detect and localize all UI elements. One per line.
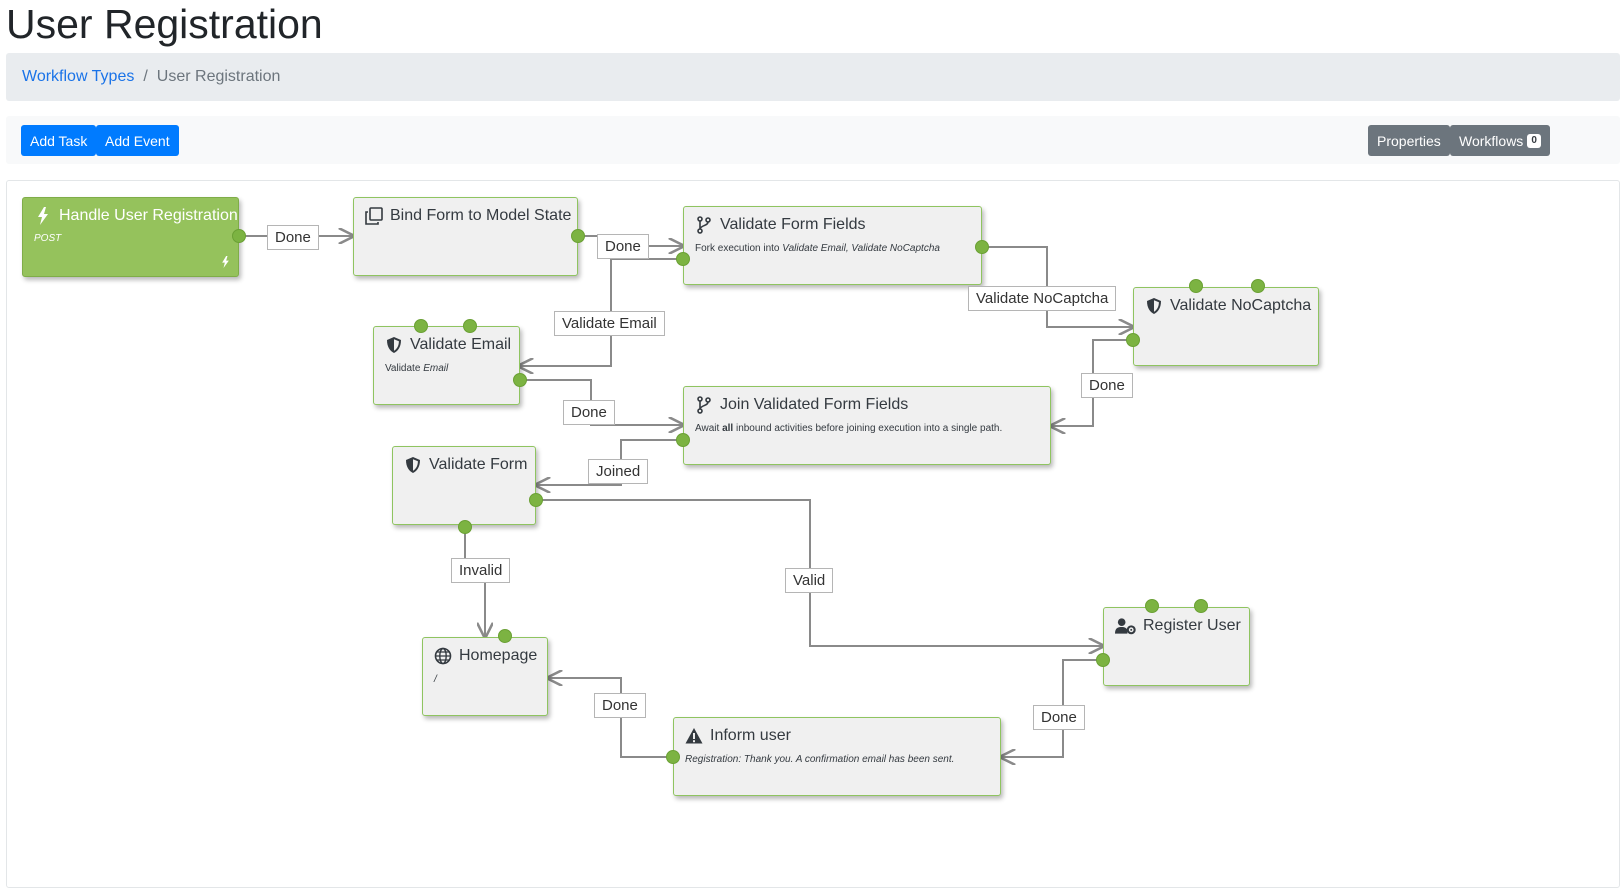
fork-icon xyxy=(697,396,711,414)
bind-form-done-endpoint[interactable] xyxy=(571,229,585,243)
activity-title: Validate NoCaptcha xyxy=(1170,297,1312,314)
register-user-endpoint-invalid[interactable] xyxy=(1194,599,1208,613)
inform-user-message: Registration: Thank you. A confirmation … xyxy=(685,754,955,765)
fork-branch-names: Validate Email, Validate NoCaptcha xyxy=(782,243,940,254)
shield-icon xyxy=(406,457,420,473)
homepage-url: / xyxy=(434,674,437,685)
edge-label-validate-nocaptcha: Validate NoCaptcha xyxy=(968,286,1117,311)
join-joined-endpoint[interactable] xyxy=(676,433,690,447)
warning-icon xyxy=(685,728,703,744)
activity-title: Homepage xyxy=(459,647,538,664)
properties-button[interactable]: Properties xyxy=(1368,125,1450,156)
edge-label-inform-done: Done xyxy=(594,693,646,718)
add-event-button[interactable]: Add Event xyxy=(96,125,179,156)
workflows-button-label: Workflows xyxy=(1459,132,1524,149)
activity-title: Validate Form Fields xyxy=(720,216,866,233)
activity-register-user-header: Register User xyxy=(1115,617,1241,635)
register-user-endpoint-valid[interactable] xyxy=(1145,599,1159,613)
workflows-count-badge: 0 xyxy=(1527,133,1541,148)
activity-title: Register User xyxy=(1143,617,1241,634)
shield-icon xyxy=(1147,298,1161,314)
page-title: User Registration xyxy=(6,1,323,47)
register-user-done-endpoint[interactable] xyxy=(1096,653,1110,667)
workflows-button[interactable]: Workflows 0 xyxy=(1450,125,1550,156)
edge-label-bind-done: Done xyxy=(597,234,649,259)
activity-method: POST xyxy=(34,233,62,244)
validate-fields-nocaptcha-endpoint[interactable] xyxy=(975,240,989,254)
activity-title: Join Validated Form Fields xyxy=(720,396,909,413)
activity-validate-email-header: Validate Email xyxy=(385,336,512,354)
edge-label-joined: Joined xyxy=(588,459,649,484)
validate-form-valid-endpoint[interactable] xyxy=(529,493,543,507)
edge-label-email-done: Done xyxy=(563,400,615,425)
shield-icon xyxy=(387,337,401,353)
activity-bind-form-header: Bind Form to Model State xyxy=(365,207,571,225)
bolt-icon xyxy=(38,207,48,225)
activity-register-user[interactable]: Register User xyxy=(1103,607,1250,686)
activity-validate-form-header: Validate Form xyxy=(404,456,528,474)
nocaptcha-done-endpoint[interactable] xyxy=(1126,333,1140,347)
validate-fields-email-endpoint[interactable] xyxy=(676,252,690,266)
activity-title: Validate Form xyxy=(429,456,528,473)
activity-inform-user[interactable]: Inform user Registration: Thank you. A c… xyxy=(673,717,1001,796)
homepage-done-endpoint[interactable] xyxy=(498,629,512,643)
breadcrumb-current: User Registration xyxy=(156,68,281,85)
breadcrumb-separator: / xyxy=(143,68,148,85)
activity-validate-form-fields[interactable]: Validate Form Fields Fork execution into… xyxy=(683,206,982,285)
breadcrumb: Workflow Types / User Registration xyxy=(6,53,1620,101)
email-desc-value: Email xyxy=(423,363,449,374)
edge-label-handle-done: Done xyxy=(267,225,319,250)
email-desc-prefix: Validate xyxy=(385,363,424,374)
activity-description: Fork execution into Validate Email, Vali… xyxy=(695,243,970,254)
activity-homepage[interactable]: Homepage / xyxy=(422,637,548,716)
activity-join-validated-form-fields[interactable]: Join Validated Form Fields Await all inb… xyxy=(683,386,1051,465)
join-desc-bold: all xyxy=(722,423,734,434)
activity-title: Validate Email xyxy=(410,336,512,353)
activity-bind-form-to-model-state[interactable]: Bind Form to Model State xyxy=(353,197,578,276)
edge-label-valid: Valid xyxy=(785,568,834,593)
edge-label-validate-email: Validate Email xyxy=(554,311,665,336)
bolt-icon xyxy=(222,256,229,268)
activity-validate-form-fields-header: Validate Form Fields xyxy=(695,216,970,234)
activity-validate-nocaptcha-header: Validate NoCaptcha xyxy=(1145,297,1311,315)
activity-validate-nocaptcha[interactable]: Validate NoCaptcha xyxy=(1133,287,1319,366)
activity-description: Registration: Thank you. A confirmation … xyxy=(685,754,989,765)
activity-title: Inform user xyxy=(710,727,791,744)
nocaptcha-endpoint-invalid[interactable] xyxy=(1251,279,1265,293)
activity-handle-user-registration-method-row: POST xyxy=(34,233,227,244)
activity-validate-form[interactable]: Validate Form xyxy=(392,446,536,525)
email-endpoint-invalid[interactable] xyxy=(463,319,477,333)
fork-icon xyxy=(697,216,711,234)
activity-handle-user-registration-header: Handle User Registration xyxy=(34,207,238,225)
email-endpoint-valid[interactable] xyxy=(414,319,428,333)
activity-description: / xyxy=(434,674,536,685)
join-desc-before: Await xyxy=(695,423,723,434)
toolbar: Add Task Add Event Properties Workflows … xyxy=(6,116,1620,164)
nocaptcha-endpoint-valid[interactable] xyxy=(1189,279,1203,293)
activity-description: Await all inbound activities before join… xyxy=(695,423,1039,434)
activity-inform-user-header: Inform user xyxy=(685,727,989,745)
activity-homepage-header: Homepage xyxy=(434,647,538,665)
edge-label-invalid: Invalid xyxy=(451,558,511,583)
edge-label-nocaptcha-done: Done xyxy=(1081,373,1133,398)
globe-icon xyxy=(434,647,452,665)
add-task-button[interactable]: Add Task xyxy=(21,125,97,156)
activity-handle-user-registration[interactable]: Handle User Registration POST xyxy=(22,197,239,277)
activity-validate-email[interactable]: Validate Email Validate Email xyxy=(373,326,520,405)
handle-registration-done-endpoint[interactable] xyxy=(232,229,246,243)
activity-title: Bind Form to Model State xyxy=(390,207,572,224)
copy-icon xyxy=(365,207,383,225)
breadcrumb-workflow-types-link[interactable]: Workflow Types xyxy=(22,68,135,85)
activity-description: Validate Email xyxy=(385,363,508,374)
activity-title: Handle User Registration xyxy=(59,207,238,224)
user-cog-icon xyxy=(1115,618,1136,635)
activity-join-header: Join Validated Form Fields xyxy=(695,396,1039,414)
join-desc-after: inbound activities before joining execut… xyxy=(733,423,1003,434)
edge-label-register-done: Done xyxy=(1033,705,1085,730)
fork-desc-prefix: Fork execution into xyxy=(695,243,783,254)
inform-user-done-endpoint[interactable] xyxy=(666,750,680,764)
validate-form-invalid-endpoint[interactable] xyxy=(458,520,472,534)
email-done-endpoint[interactable] xyxy=(513,373,527,387)
